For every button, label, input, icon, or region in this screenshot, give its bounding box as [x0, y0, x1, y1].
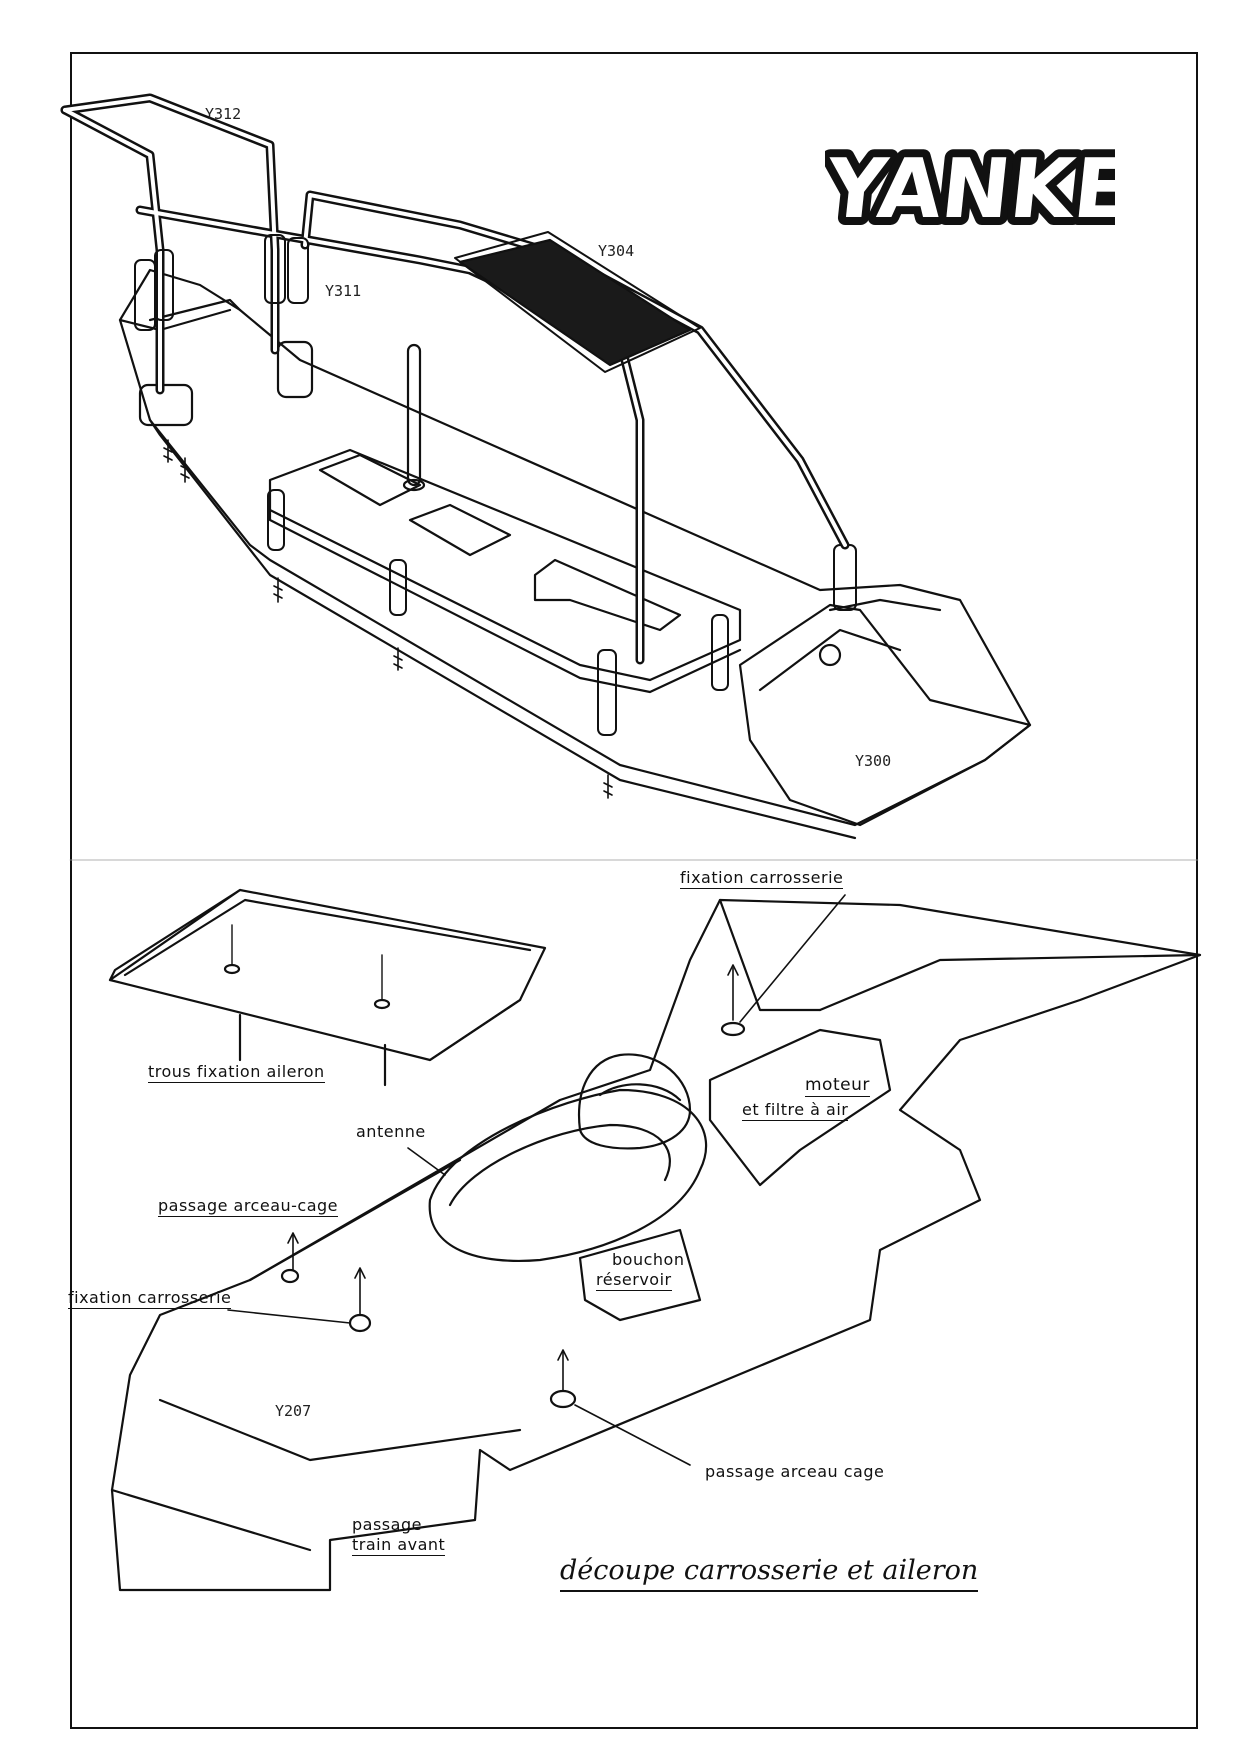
- chassis-front: [738, 603, 1032, 827]
- roll-cage: [60, 93, 850, 665]
- label-body-mount-top: fixation carrosserie: [680, 868, 844, 889]
- fuel-cap-cutout: [578, 1228, 702, 1322]
- upper-plate: [268, 448, 742, 682]
- label-cage-pass-left: passage arceau-cage: [158, 1196, 339, 1217]
- label-engine: moteur: [805, 1075, 870, 1097]
- part-number-body: Y207: [275, 1402, 312, 1420]
- antenna-post: [406, 343, 422, 487]
- helmet: [578, 1053, 692, 1150]
- chassis-plate: [118, 268, 1032, 827]
- chassis-assembly: [118, 268, 1032, 840]
- label-body-mount-left: fixation carrosserie: [68, 1288, 232, 1309]
- diagram-caption: découpe carrosserie et aileron: [560, 1555, 979, 1592]
- label-antenna: antenne: [356, 1122, 426, 1141]
- label-front-pass-1: passage: [352, 1515, 422, 1534]
- yankee-logo: YANKEE: [825, 134, 1115, 245]
- label-wing-holes: trous fixation aileron: [148, 1062, 325, 1083]
- body-shell: [69, 859, 1202, 1592]
- label-fuel-cap-2: réservoir: [596, 1270, 672, 1291]
- part-number-chassis: Y300: [855, 752, 892, 770]
- label-cage-pass-right: passage arceau cage: [705, 1462, 885, 1481]
- part-number-posts: Y311: [325, 282, 362, 300]
- part-number-radio-plate: Y304: [598, 242, 635, 260]
- part-number-roll-bar: Y312: [205, 105, 242, 123]
- brand-logo-text: YANKEE: [825, 142, 1115, 237]
- radio-tray: [458, 238, 692, 367]
- page-frame: [70, 52, 1198, 1729]
- wing: [108, 888, 547, 1087]
- label-fuel-cap-1: bouchon: [612, 1250, 685, 1269]
- label-front-pass-2: train avant: [352, 1535, 446, 1556]
- label-air-filter: et filtre à air: [742, 1100, 849, 1121]
